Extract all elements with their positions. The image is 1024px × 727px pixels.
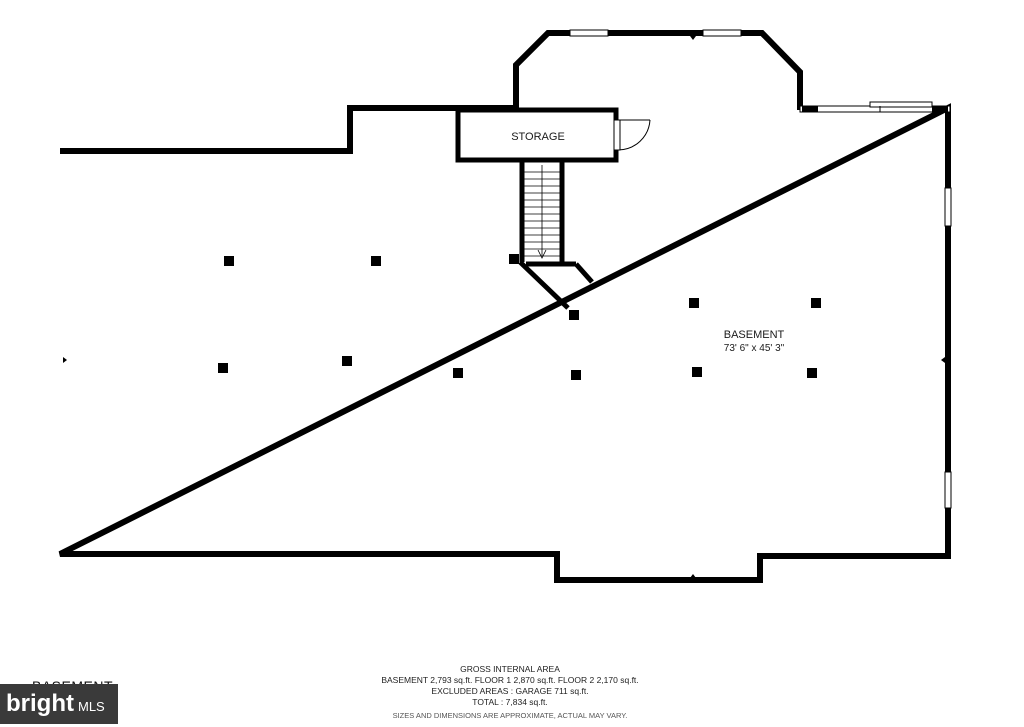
window-top-left [569,29,609,37]
dimension-markers [63,36,945,578]
column [692,367,702,377]
window-right-upper [944,187,952,227]
column [453,368,463,378]
column [807,368,817,378]
storage-door [613,119,651,151]
column [224,256,234,266]
window-right-lower [944,471,952,509]
column [811,298,821,308]
basement-label: BASEMENT [724,329,785,341]
column [371,256,381,266]
column [569,310,579,320]
outer-walls [58,30,951,583]
column [689,298,699,308]
area-heading: GROSS INTERNAL AREA [460,664,560,674]
storage-label: STORAGE [511,131,565,143]
storage-room: STORAGE [455,107,619,163]
column [218,363,228,373]
area-line-floors: BASEMENT 2,793 sq.ft. FLOOR 1 2,870 sq.f… [381,675,639,685]
staircase [509,162,594,310]
watermark-brand: bright [6,690,74,717]
area-line-total: TOTAL : 7,834 sq.ft. [472,697,548,707]
watermark-suffix: MLS [77,699,105,714]
column [342,356,352,366]
area-summary: GROSS INTERNAL AREA BASEMENT 2,793 sq.ft… [300,664,720,721]
window-top-right [702,29,742,37]
basement-dimensions: 73' 6" x 45' 3" [724,343,785,354]
columns [218,256,821,380]
disclaimer: SIZES AND DIMENSIONS ARE APPROXIMATE, AC… [392,711,628,720]
area-line-excluded: EXCLUDED AREAS : GARAGE 711 sq.ft. [431,686,589,696]
sliding-door [799,101,951,113]
column [571,370,581,380]
basement-room-label: BASEMENT 73' 6" x 45' 3" [724,329,785,354]
